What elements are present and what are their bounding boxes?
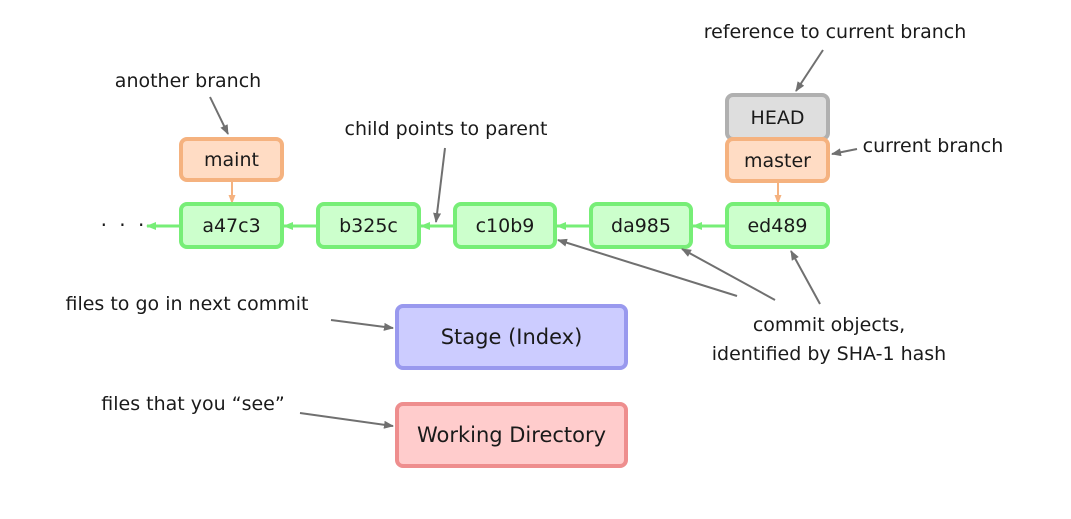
branch-master: master [725, 137, 830, 183]
arrow-head-annotation [795, 49, 824, 92]
commit-a47c3-label: a47c3 [202, 215, 260, 237]
commit-da985-label: da985 [611, 215, 671, 237]
annotation-current-branch: current branch [863, 135, 1004, 157]
head-ref-label: HEAD [751, 107, 805, 129]
commit-ed489-label: ed489 [747, 215, 807, 237]
commit-b325c-label: b325c [339, 215, 398, 237]
branch-master-label: master [744, 150, 811, 172]
annotation-you-see: files that you “see” [101, 393, 284, 415]
arrow-current-branch [831, 148, 858, 157]
annotation-commit-objects-line2: identified by SHA-1 hash [712, 343, 946, 365]
commit-da985: da985 [589, 202, 693, 249]
branch-maint: maint [179, 137, 284, 182]
arrow-commit-objects-ed489 [790, 250, 821, 305]
stage-index-label: Stage (Index) [441, 325, 583, 349]
annotation-arrows [209, 49, 858, 429]
annotation-child-parent: child points to parent [345, 118, 548, 140]
annotation-commit-objects-line1: commit objects, [753, 314, 905, 336]
commit-b325c: b325c [316, 202, 421, 249]
arrow-next-commit [330, 319, 394, 331]
branch-maint-label: maint [204, 149, 259, 171]
arrow-another-branch [209, 96, 229, 135]
commit-a47c3: a47c3 [179, 202, 284, 249]
arrow-commit-objects-c10b9 [557, 238, 738, 297]
commit-ed489: ed489 [725, 202, 830, 249]
arrow-you-see [299, 412, 394, 429]
annotation-head-ref: reference to current branch [704, 21, 967, 43]
annotation-another-branch: another branch [115, 70, 261, 92]
stage-index-area: Stage (Index) [395, 304, 628, 370]
arrow-child-parent [433, 147, 446, 223]
earlier-commits-ellipsis: · · · [101, 213, 148, 237]
commit-c10b9-label: c10b9 [476, 215, 535, 237]
arrow-commit-objects-da985 [681, 248, 776, 301]
working-directory-area: Working Directory [395, 402, 628, 468]
head-ref: HEAD [725, 93, 830, 141]
working-directory-label: Working Directory [417, 423, 606, 447]
commit-c10b9: c10b9 [453, 202, 557, 249]
annotation-next-commit: files to go in next commit [65, 293, 308, 315]
